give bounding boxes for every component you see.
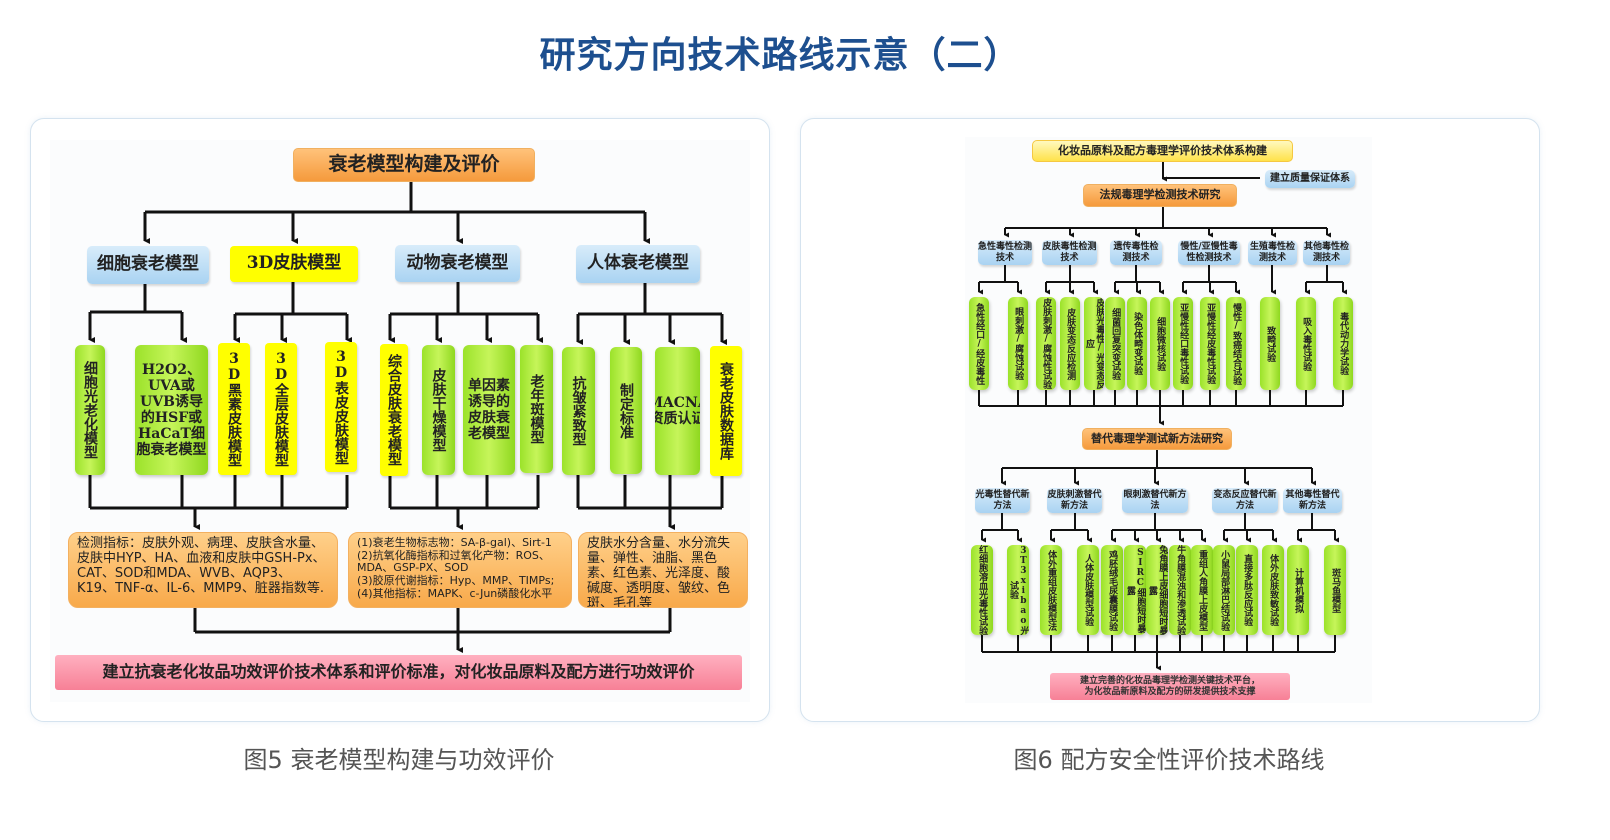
model-node: 3D全层皮肤模型 (265, 343, 297, 475)
model-node: 老年斑模型 (520, 345, 553, 473)
alt-test-node: 直接多肽反应试验 (1236, 545, 1258, 635)
alt-category-node: 其他毒性替代新方法 (1283, 488, 1342, 513)
quality-node: 建立质量保证体系 (1265, 170, 1355, 188)
reg-test-node: 皮肤变态反应检测 (1060, 297, 1080, 390)
reg-test-node: 细菌回复突变试验 (1105, 297, 1125, 390)
reg-test-node: 致畸试验 (1260, 297, 1280, 390)
alt-test-node: 小鼠局部淋巴结试验 (1213, 545, 1235, 635)
page-title: 研究方向技术路线示意（二） (539, 35, 1021, 76)
reg-test-node: 皮肤光毒性/光变态反应 (1084, 297, 1104, 390)
figure5-caption: 图5 衰老模型构建与功效评价 (243, 746, 555, 774)
indicator-box: 皮肤水分含量、水分流失量、弹性、油脂、黑色素、红色素、光泽度、酸碱度、透明度、皱… (578, 532, 748, 608)
category-node: 动物衰老模型 (395, 245, 520, 282)
reg-category-node: 慢性/亚慢性毒性检测技术 (1178, 240, 1240, 265)
model-node: 制定标准 (610, 347, 642, 474)
model-node: CMACNAS资质认证 (655, 347, 700, 475)
model-node: 3D黑素皮肤模型 (218, 343, 250, 475)
reg-test-node: 亚慢性经口毒性试验 (1173, 297, 1193, 390)
conclusion-bar: 建立完善的化妆品毒理学检测关键技术平台， 为化妆品新原料及配方的研发提供技术支撑 (1050, 673, 1290, 700)
alt-test-node: 体外皮肤致敏试验 (1262, 545, 1284, 635)
reg-test-node: 眼刺激/腐蚀试验 (1008, 297, 1028, 390)
reg-test-node: 慢性/致癌结合试验 (1226, 297, 1246, 390)
model-node: 细胞光老化模型 (75, 345, 105, 475)
reg-category-node: 皮肤毒性检测技术 (1042, 240, 1097, 265)
model-node: 综合皮肤衰老模型 (380, 344, 408, 476)
indicator-box: 检测指标：皮肤外观、病理、皮肤含水量、皮肤中HYP、HA、血液和皮肤中GSH-P… (68, 532, 338, 608)
model-node: 抗皱紧致型 (562, 347, 595, 475)
alt-test-node: 人体皮肤模型试验 (1077, 545, 1099, 635)
category-node: 人体衰老模型 (576, 245, 700, 283)
alt-test-node: 3T3xibao光试验 (1007, 545, 1029, 635)
reg-test-node: 细胞微核试验 (1150, 297, 1170, 390)
root-node: 化妆品原料及配方毒理学评价技术体系构建 (1032, 140, 1293, 162)
alt-test-node: 计算机模拟 (1287, 545, 1309, 635)
alt-test-node: 鸡胚绒毛尿囊膜试验 (1101, 545, 1123, 635)
alt-category-node: 眼刺激替代新方法 (1122, 488, 1188, 513)
alt-test-node: 重组人角膜上皮模型 (1191, 545, 1213, 635)
figure6-caption: 图6 配方安全性评价技术路线 (1013, 746, 1325, 774)
reg-test-node: 急性经口/经皮毒性 (969, 297, 989, 390)
model-node: 单因素诱导的皮肤衰老模型 (463, 345, 515, 475)
category-node: 细胞衰老模型 (87, 246, 209, 284)
reg-category-node: 生殖毒性检测技术 (1248, 240, 1297, 265)
reg-test-node: 染色体畸变试验 (1127, 297, 1147, 390)
reg-category-node: 其他毒性检测技术 (1303, 240, 1350, 265)
alt-category-node: 皮肤刺激替代新方法 (1047, 488, 1102, 513)
model-node: 衰老皮肤数据库 (710, 346, 742, 476)
alt-test-node: 牛角膜混浊和渗透试验 (1169, 545, 1191, 635)
alt-test-node: SIRC细胞短时暴露 (1124, 545, 1146, 635)
alt-test-node: 斑马鱼模型 (1324, 545, 1346, 635)
indicator-box: (1)衰老生物标志物：SA-β-gal)、Sirt-1 (2)抗氧化酶指标和过氧… (348, 532, 572, 608)
reg-test-node: 吸入毒性试验 (1296, 297, 1316, 390)
reg-test-node: 亚慢性经皮毒性试验 (1200, 297, 1220, 390)
model-node: H2O2、UVA或UVB诱导的HSF或HaCaT细胞衰老模型 (135, 345, 208, 475)
reg-test-node: 毒代动力学试验 (1333, 297, 1353, 390)
reg-category-node: 遗传毒性检测技术 (1110, 240, 1162, 265)
alt-test-node: 红细胞溶血光毒性试验 (971, 545, 993, 635)
conclusion-bar: 建立抗衰老化妆品功效评价技术体系和评价标准，对化妆品原料及配方进行功效评价 (55, 655, 742, 690)
alt-category-node: 光毒性替代新方法 (975, 488, 1030, 513)
root-node: 衰老模型构建及评价 (293, 148, 535, 182)
reg-category-node: 急性毒性检测技术 (978, 240, 1032, 265)
alt-test-node: 体外重组皮肤模型法 (1040, 545, 1062, 635)
regulatory-node: 法规毒理学检测技术研究 (1083, 184, 1237, 207)
category-node: 3D皮肤模型 (230, 246, 358, 282)
alt-category-node: 变态反应替代新方法 (1212, 488, 1278, 513)
reg-test-node: 皮肤刺激/腐蚀性试验 (1036, 297, 1056, 390)
alternative-node: 替代毒理学测试新方法研究 (1082, 428, 1232, 450)
model-node: 皮肤干燥模型 (422, 345, 455, 475)
alt-test-node: 兔角膜上皮细胞短时暴露 (1146, 545, 1168, 635)
model-node: 3D表皮皮肤模型 (325, 342, 357, 472)
